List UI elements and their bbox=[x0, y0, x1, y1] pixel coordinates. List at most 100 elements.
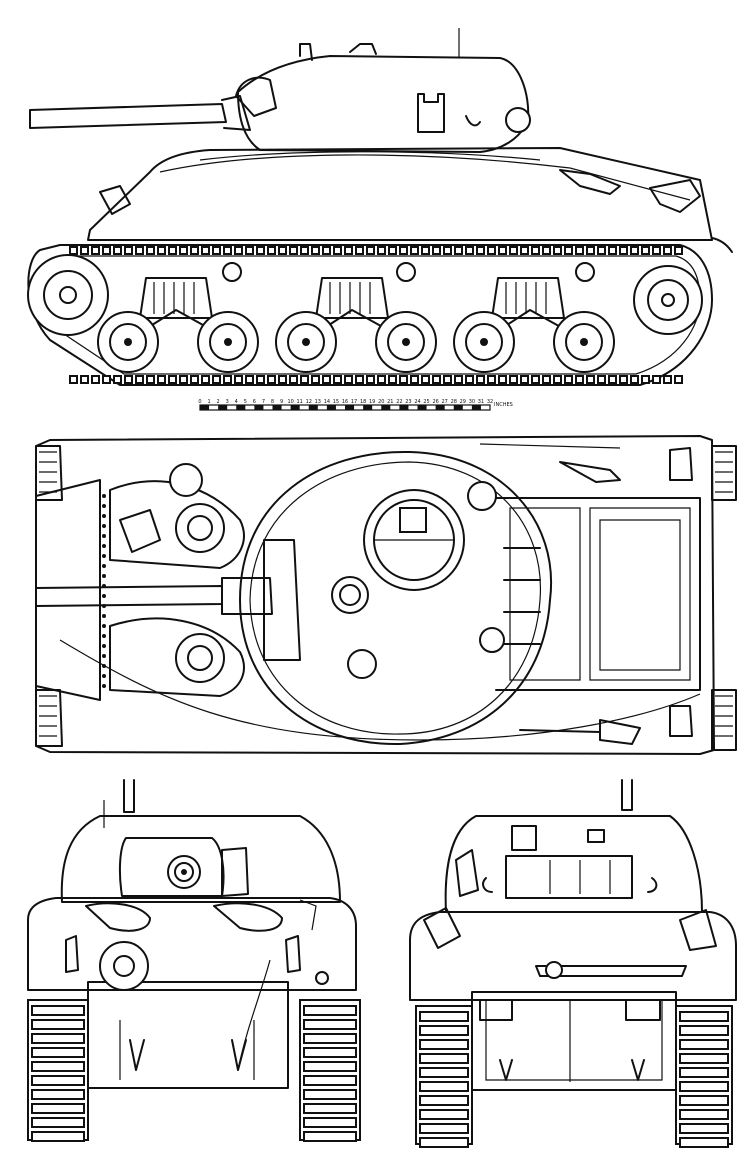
side-track-link bbox=[234, 246, 243, 255]
side-turret-pistol-port bbox=[417, 93, 445, 133]
rear-track-link bbox=[679, 1109, 729, 1120]
top-mantlet-plate bbox=[263, 539, 301, 661]
side-track-link bbox=[520, 375, 529, 384]
top-rivet bbox=[102, 634, 106, 638]
top-gun-barrel bbox=[35, 585, 223, 607]
scale-tick-label: 14 bbox=[324, 399, 330, 405]
front-track-link bbox=[303, 1005, 357, 1016]
scale-segment bbox=[218, 405, 228, 410]
front-track-link bbox=[31, 1019, 85, 1030]
top-deck-rods bbox=[503, 547, 541, 645]
rear-track-link bbox=[419, 1025, 469, 1036]
side-track-link bbox=[663, 375, 672, 384]
top-tool-1 bbox=[559, 461, 621, 483]
side-track-link bbox=[190, 246, 199, 255]
side-track-links bbox=[69, 246, 683, 384]
rear-track-link bbox=[419, 1067, 469, 1078]
side-track-link bbox=[124, 246, 133, 255]
side-view bbox=[27, 28, 733, 386]
front-track-link bbox=[31, 1103, 85, 1114]
side-track-link bbox=[531, 375, 540, 384]
side-track-link bbox=[80, 375, 89, 384]
top-track-right-rear bbox=[711, 689, 737, 751]
side-track-link bbox=[454, 246, 463, 255]
scale-segment bbox=[453, 405, 463, 410]
front-coax-mg bbox=[221, 847, 249, 897]
rear-track-link bbox=[679, 1025, 729, 1036]
top-cupola-periscope bbox=[399, 507, 427, 533]
side-return-roller-3 bbox=[575, 262, 595, 282]
side-track-link bbox=[344, 375, 353, 384]
scale-tick-label: 18 bbox=[360, 399, 366, 405]
side-track-link bbox=[377, 375, 386, 384]
side-track-link bbox=[91, 246, 100, 255]
top-hull-outline bbox=[35, 435, 715, 755]
side-track-link bbox=[168, 375, 177, 384]
front-hull-mg bbox=[113, 955, 135, 977]
scale-tick-label: 9 bbox=[280, 399, 283, 405]
side-track-link bbox=[553, 375, 562, 384]
side-track-link bbox=[300, 375, 309, 384]
side-bogie-1 bbox=[97, 277, 259, 373]
side-track-link bbox=[179, 375, 188, 384]
side-turret bbox=[237, 55, 530, 153]
side-gun-barrel bbox=[29, 103, 227, 129]
side-sprocket-center bbox=[59, 286, 77, 304]
side-track-link bbox=[443, 375, 452, 384]
scale-tick-label: 27 bbox=[442, 399, 448, 405]
side-track-link bbox=[509, 375, 518, 384]
rear-tool-right bbox=[679, 909, 717, 951]
side-track-link bbox=[432, 246, 441, 255]
side-track-link bbox=[476, 246, 485, 255]
scale-tick-label: 1 bbox=[207, 399, 210, 405]
side-track-link bbox=[421, 246, 430, 255]
scale-segment bbox=[363, 405, 373, 410]
top-engine-hatch-inner bbox=[599, 519, 681, 671]
side-track-link bbox=[575, 246, 584, 255]
top-codriver-periscope bbox=[187, 645, 213, 671]
side-track-link bbox=[553, 246, 562, 255]
side-track-link bbox=[575, 375, 584, 384]
top-rivet bbox=[102, 624, 106, 628]
rear-tow-hook-right bbox=[631, 1059, 645, 1081]
rear-cable-eye bbox=[545, 961, 563, 979]
side-track-link bbox=[300, 246, 309, 255]
side-gun-mantlet bbox=[221, 95, 251, 131]
side-track-link bbox=[564, 246, 573, 255]
front-track-link bbox=[303, 1061, 357, 1072]
side-idler-center bbox=[661, 293, 675, 307]
rear-stowage-bracket bbox=[455, 849, 479, 897]
side-track-link bbox=[663, 246, 672, 255]
side-track-link bbox=[454, 375, 463, 384]
top-rivet bbox=[102, 554, 106, 558]
scale-tick-label: 30 bbox=[469, 399, 475, 405]
front-cover-seams bbox=[119, 1020, 255, 1080]
top-gun-mantlet bbox=[221, 577, 273, 615]
scale-segment bbox=[200, 405, 210, 410]
rear-track-link bbox=[679, 1039, 729, 1050]
side-track-link bbox=[289, 246, 298, 255]
side-track-link bbox=[399, 246, 408, 255]
side-track-link bbox=[421, 375, 430, 384]
side-track-link bbox=[223, 246, 232, 255]
rear-tow-hook-left bbox=[499, 1059, 513, 1081]
top-driver-periscope bbox=[187, 515, 213, 541]
top-rivet bbox=[102, 654, 106, 658]
top-view bbox=[35, 435, 737, 755]
side-track-link bbox=[652, 375, 661, 384]
top-engine-grill bbox=[509, 507, 581, 681]
top-engine-deck bbox=[495, 497, 701, 691]
scale-tick-label: 32 bbox=[487, 399, 493, 405]
side-track-link bbox=[586, 246, 595, 255]
side-track-link bbox=[652, 246, 661, 255]
side-track-link bbox=[366, 246, 375, 255]
side-track-link bbox=[311, 375, 320, 384]
top-vent bbox=[169, 463, 203, 497]
side-track-link bbox=[113, 246, 122, 255]
side-track-link bbox=[245, 375, 254, 384]
front-track-links bbox=[31, 1005, 357, 1142]
scale-segment bbox=[236, 405, 246, 410]
side-track-link bbox=[641, 246, 650, 255]
rear-track-link bbox=[679, 1081, 729, 1092]
scale-tick-label: 16 bbox=[342, 399, 348, 405]
